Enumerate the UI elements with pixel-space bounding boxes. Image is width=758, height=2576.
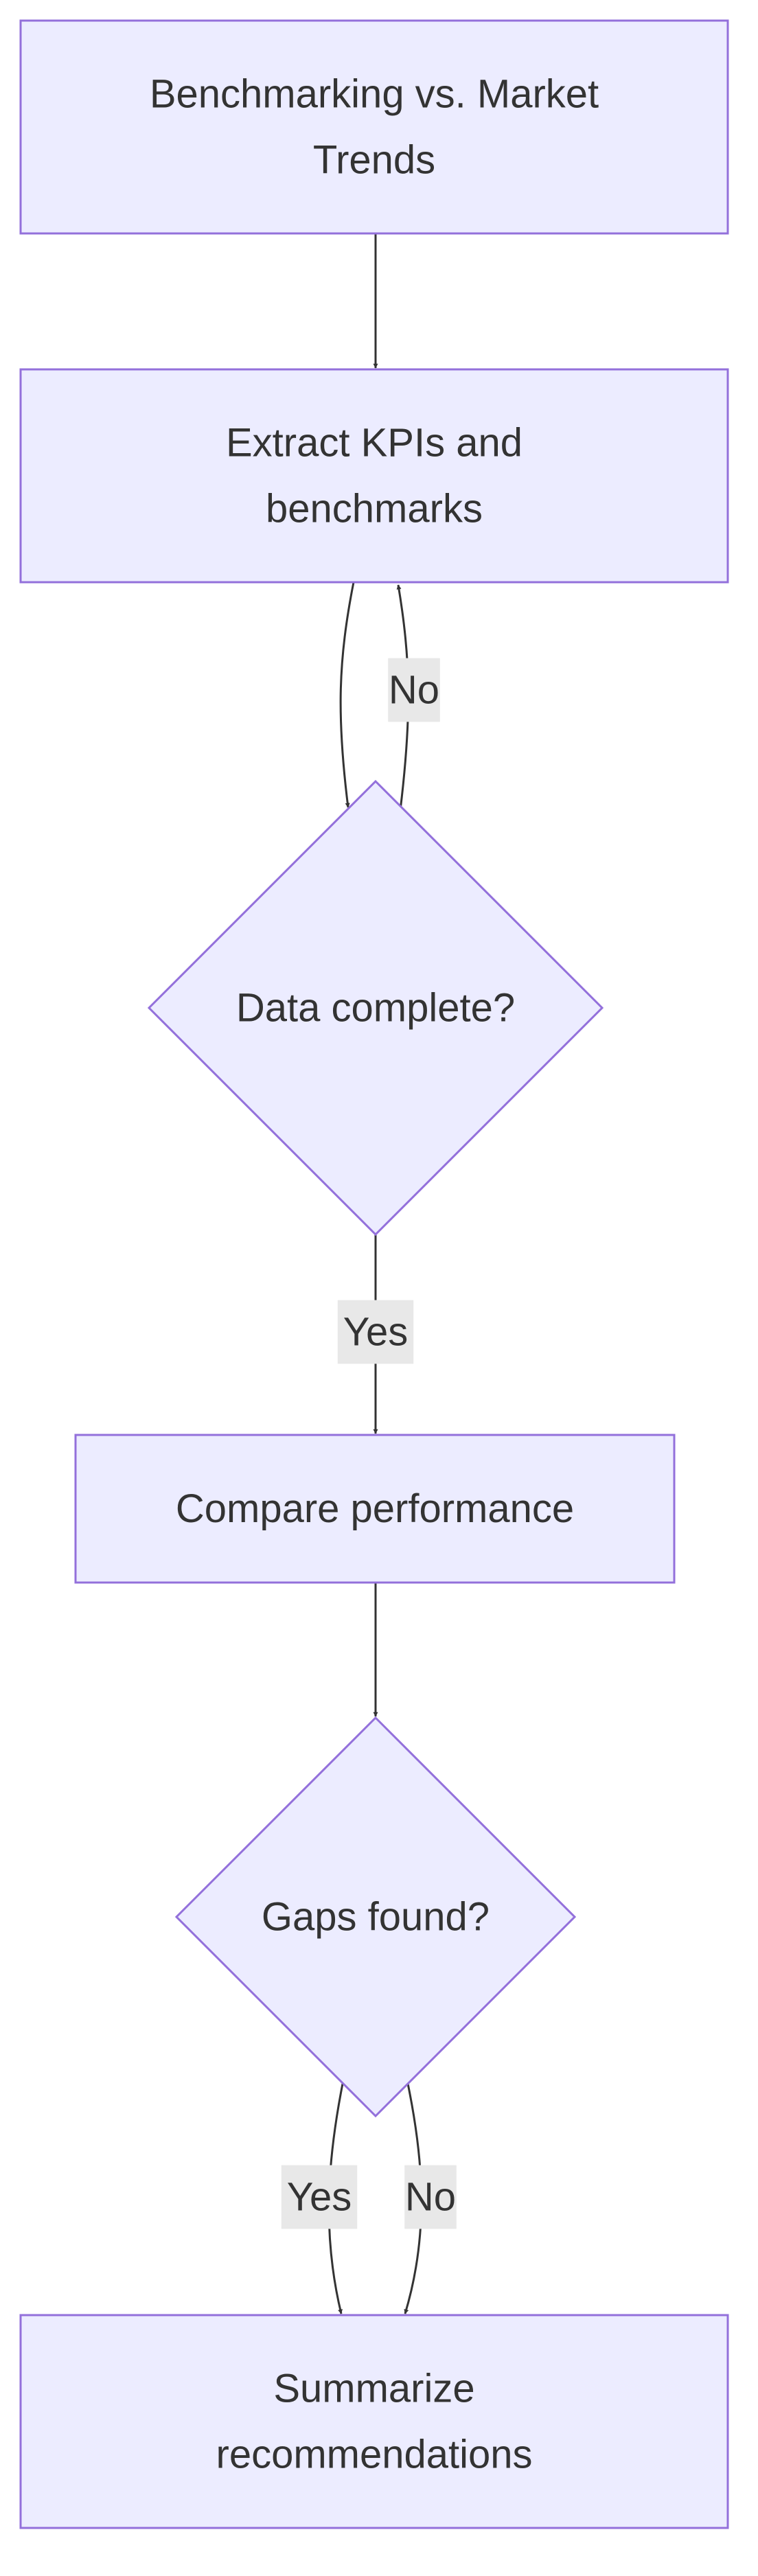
node-extract-label-line-2: benchmarks bbox=[266, 487, 483, 531]
node-summarize-label-line-2: recommendations bbox=[216, 2433, 533, 2477]
node-data-complete-label-line-1: Data complete? bbox=[236, 986, 515, 1031]
node-gaps-found-label-line-1: Gaps found? bbox=[262, 1895, 490, 1940]
edge-extract-to-data-complete bbox=[339, 582, 355, 808]
node-summarize-box bbox=[19, 2314, 729, 2529]
edge-label-gaps-found-yes: Yes bbox=[281, 2165, 358, 2229]
edge-label-text: Yes bbox=[287, 2175, 352, 2220]
edge-label-background bbox=[404, 2165, 457, 2229]
node-data-complete: Data complete? bbox=[147, 779, 604, 1237]
node-summarize-label-line-1: Summarize bbox=[273, 2367, 474, 2411]
edge-label-background bbox=[388, 658, 440, 722]
node-gaps-found: Gaps found? bbox=[174, 1716, 577, 2118]
edge-label-data-complete-yes: Yes bbox=[337, 1300, 414, 1364]
node-benchmarking-label-line-1: Benchmarking vs. Market bbox=[150, 72, 599, 117]
node-extract-box bbox=[19, 368, 729, 584]
node-benchmarking-box bbox=[19, 19, 729, 235]
edge-label-background bbox=[337, 1300, 414, 1364]
node-extract-label-line-1: Extract KPIs and bbox=[226, 421, 522, 465]
node-summarize: Summarize recommendations bbox=[19, 2314, 729, 2529]
edge-label-background bbox=[281, 2165, 358, 2229]
node-extract: Extract KPIs and benchmarks bbox=[19, 368, 729, 584]
node-compare-box bbox=[74, 1434, 676, 1584]
node-gaps-found-diamond bbox=[174, 1716, 577, 2118]
edge-label-gaps-found-no: No bbox=[404, 2165, 457, 2229]
edge-label-text: Yes bbox=[343, 1310, 409, 1355]
node-compare-label-line-1: Compare performance bbox=[176, 1486, 574, 1531]
node-data-complete-diamond bbox=[147, 779, 604, 1237]
edge-label-text: No bbox=[389, 668, 439, 713]
node-benchmarking-label-line-2: Trends bbox=[313, 138, 435, 183]
node-compare: Compare performance bbox=[74, 1434, 676, 1584]
edge-label-data-complete-no: No bbox=[388, 658, 440, 722]
edge-label-text: No bbox=[405, 2175, 456, 2220]
